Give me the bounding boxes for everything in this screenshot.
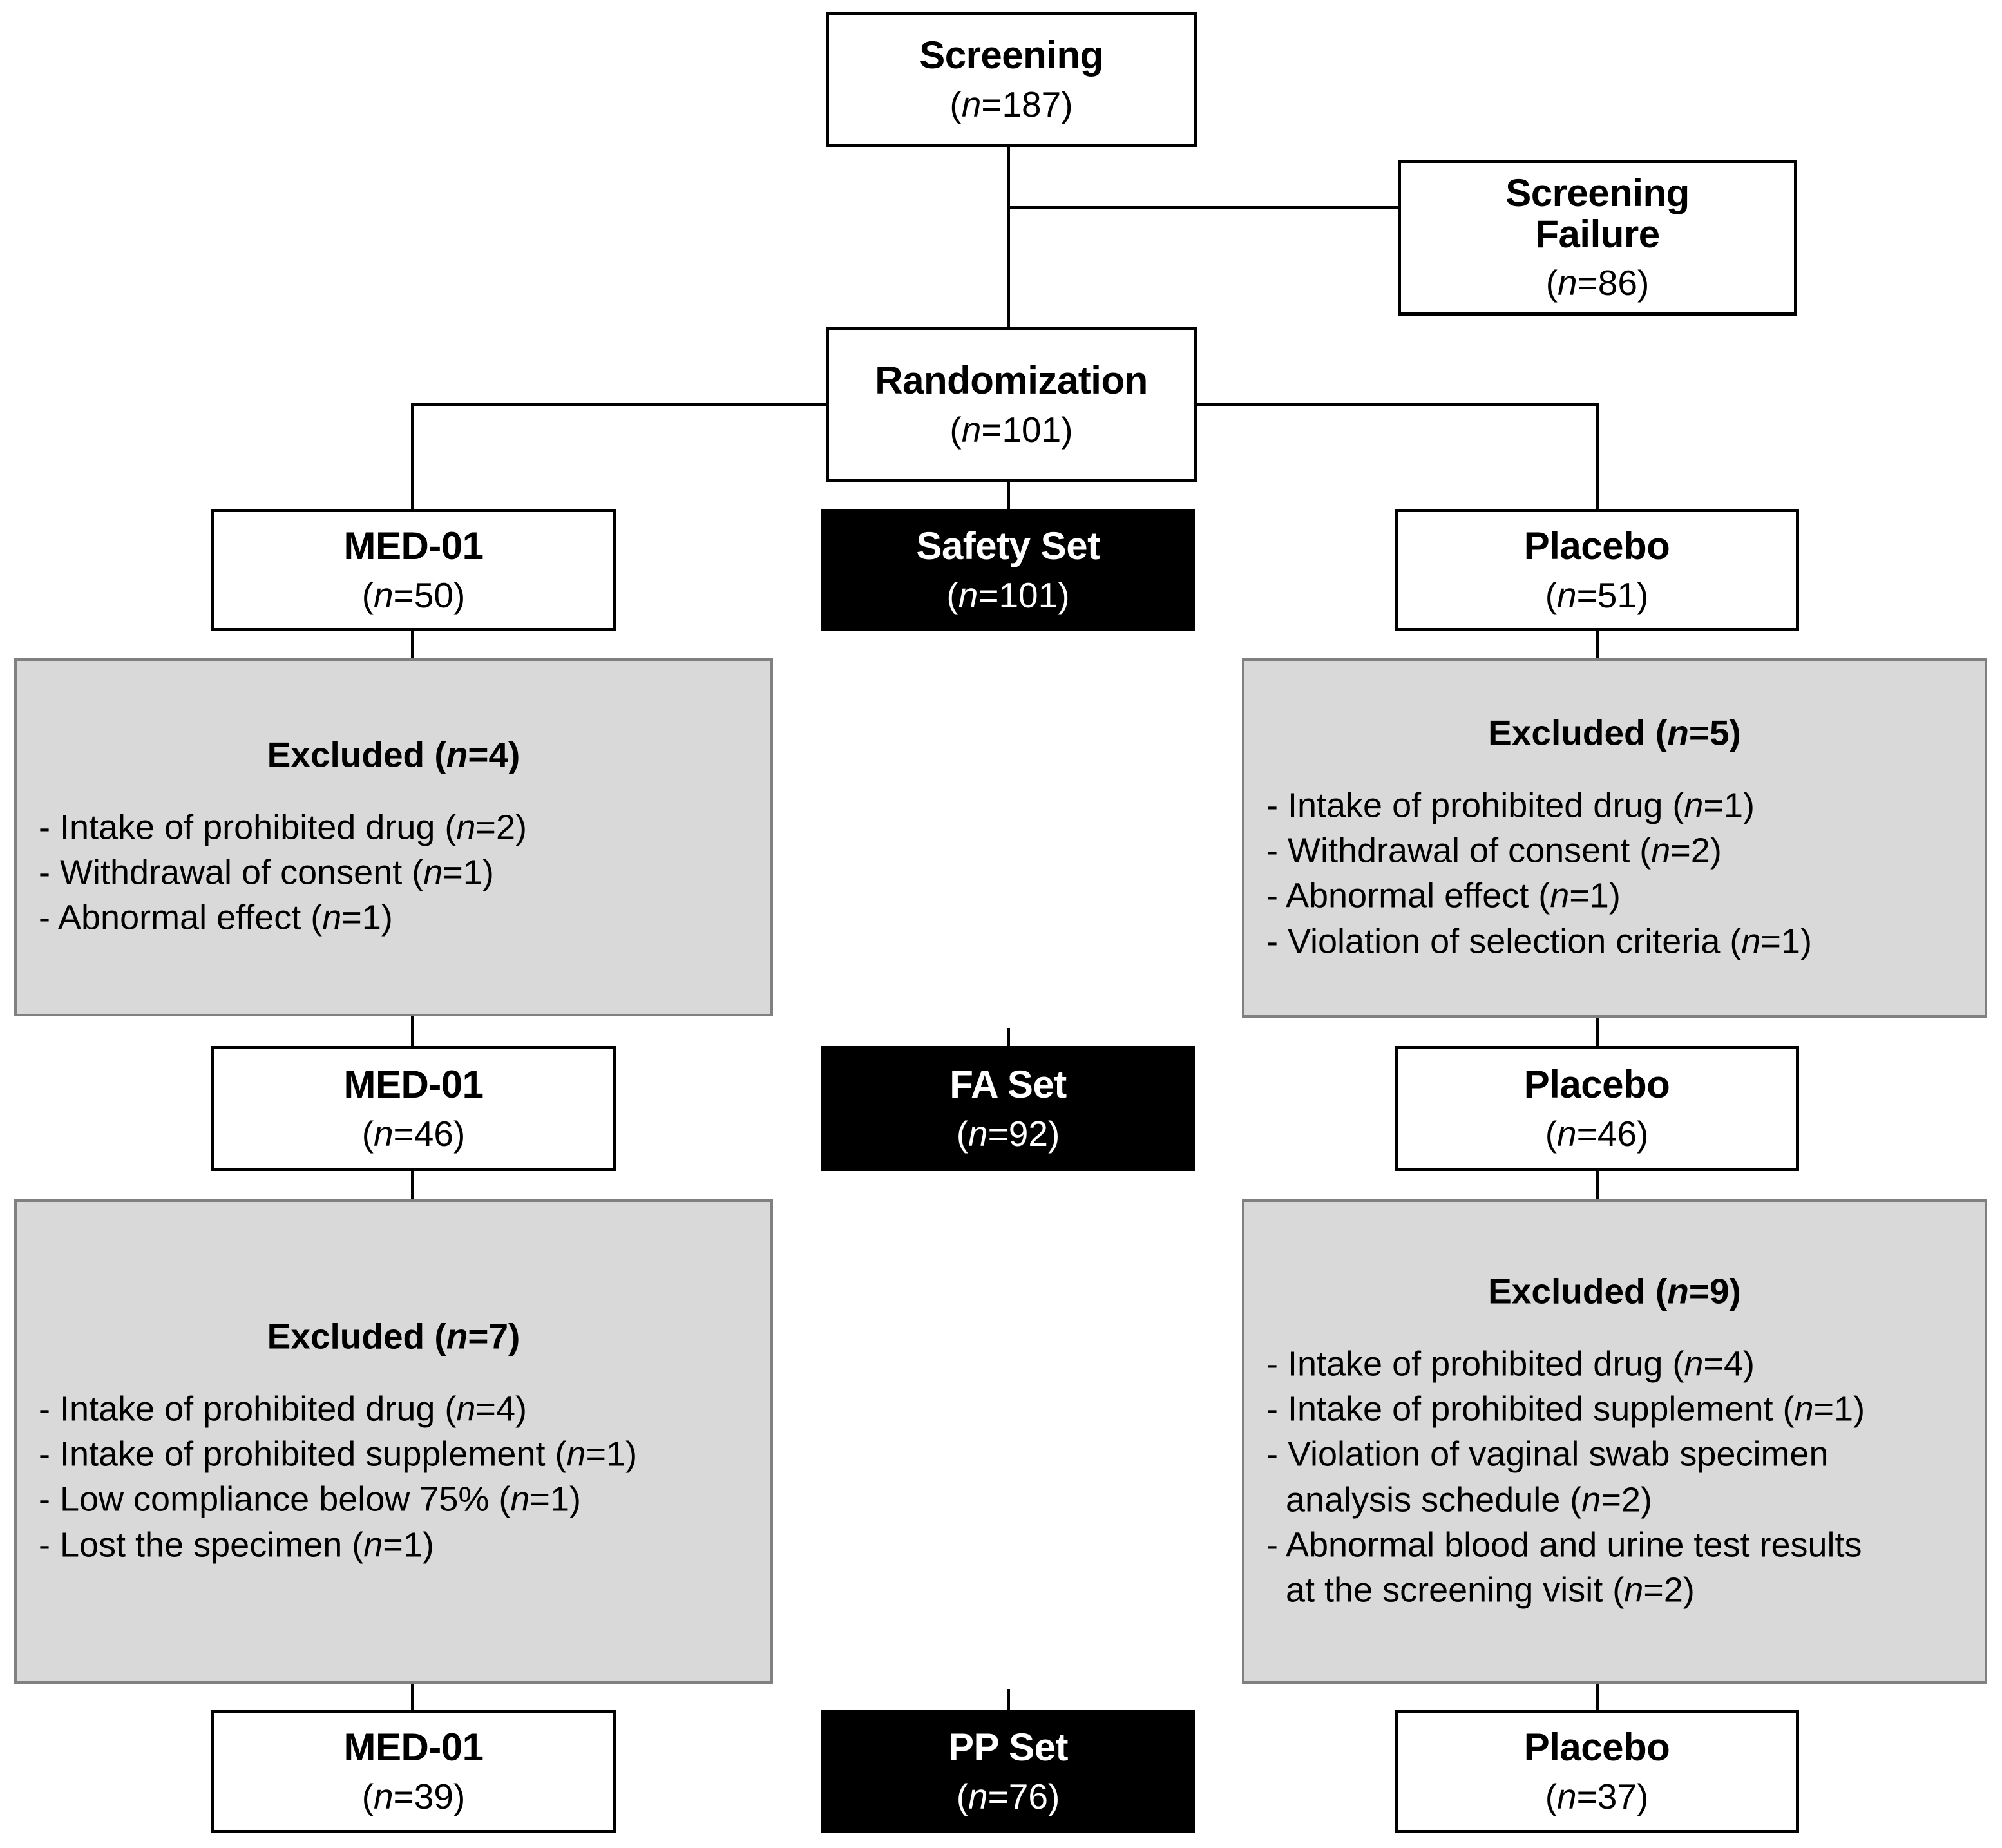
safety-set-box: Safety Set (n=101): [821, 509, 1195, 631]
pp-set-title: PP Set: [948, 1725, 1069, 1769]
list-item: - Intake of prohibited drug (n=2): [39, 808, 527, 847]
connector-fa-to-pp: [1007, 1689, 1010, 1710]
fa-set-count: (n=92): [956, 1113, 1060, 1154]
connector-randomization-left-down: [411, 403, 414, 510]
list-item: - Violation of vaginal swab specimen ana…: [1266, 1434, 1829, 1519]
list-item: - Intake of prohibited drug (n=1): [1266, 786, 1755, 825]
med01-safety-count: (n=50): [361, 575, 466, 615]
screening-failure-title-line2: Failure: [1535, 212, 1660, 256]
connector-screening-to-randomization: [1007, 206, 1010, 330]
connector-safety-to-fa: [1007, 1028, 1010, 1047]
list-item: - Abnormal blood and urine test results …: [1266, 1525, 1862, 1610]
med01-pp-box: MED-01 (n=39): [211, 1710, 616, 1833]
list-item: - Intake of prohibited supplement (n=1): [39, 1434, 638, 1474]
screening-failure-title-line1: Screening: [1505, 171, 1690, 215]
list-item: - Low compliance below 75% (n=1): [39, 1480, 581, 1519]
excluded-left-1-title: Excluded (n=4): [267, 734, 520, 775]
connector-med01-50-to-excluded1: [411, 630, 414, 661]
placebo-fa-count: (n=46): [1545, 1113, 1649, 1154]
excluded-right-1-box: Excluded (n=5) - Intake of prohibited dr…: [1242, 658, 1987, 1018]
connector-excluded2-to-med01-39: [411, 1682, 414, 1710]
fa-set-title: FA Set: [949, 1062, 1067, 1106]
connector-placebo-51-to-excluded1: [1596, 630, 1599, 661]
excluded-right-2-box: Excluded (n=9) - Intake of prohibited dr…: [1242, 1199, 1987, 1684]
list-item: - Lost the specimen (n=1): [39, 1525, 434, 1565]
randomization-box: Randomization (n=101): [826, 327, 1197, 482]
fa-set-box: FA Set (n=92): [821, 1046, 1195, 1171]
med01-pp-title: MED-01: [343, 1725, 484, 1769]
med01-safety-title: MED-01: [343, 524, 484, 567]
connector-screening-down: [1007, 147, 1010, 208]
connector-randomization-left: [411, 403, 830, 406]
med01-fa-box: MED-01 (n=46): [211, 1046, 616, 1171]
placebo-pp-count: (n=37): [1545, 1776, 1649, 1816]
placebo-fa-title: Placebo: [1523, 1062, 1670, 1106]
connector-randomization-right: [1192, 403, 1599, 406]
excluded-left-2-box: Excluded (n=7) - Intake of prohibited dr…: [14, 1199, 773, 1684]
excluded-left-2-list: - Intake of prohibited drug (n=4) - Inta…: [39, 1387, 748, 1568]
list-item: - Intake of prohibited drug (n=4): [1266, 1344, 1755, 1384]
connector-screening-to-failure: [1007, 206, 1401, 209]
excluded-right-1-list: - Intake of prohibited drug (n=1) - With…: [1266, 783, 1963, 964]
screening-box: Screening (n=187): [826, 12, 1197, 147]
screening-title: Screening: [919, 33, 1103, 77]
excluded-left-2-title: Excluded (n=7): [267, 1316, 520, 1357]
list-item: - Abnormal effect (n=1): [39, 899, 393, 938]
list-item: - Withdrawal of consent (n=2): [1266, 831, 1722, 870]
med01-safety-box: MED-01 (n=50): [211, 509, 616, 631]
randomization-count: (n=101): [949, 409, 1073, 450]
list-item: - Violation of selection criteria (n=1): [1266, 922, 1812, 961]
screening-failure-count: (n=86): [1545, 263, 1650, 303]
safety-set-count: (n=101): [946, 575, 1070, 615]
list-item: - Abnormal effect (n=1): [1266, 877, 1621, 915]
placebo-safety-box: Placebo (n=51): [1395, 509, 1799, 631]
randomization-title: Randomization: [875, 358, 1148, 402]
excluded-right-2-title: Excluded (n=9): [1488, 1271, 1741, 1311]
list-item: - Intake of prohibited supplement (n=1): [1266, 1389, 1865, 1429]
connector-randomization-right-down: [1596, 403, 1599, 510]
placebo-safety-title: Placebo: [1523, 524, 1670, 567]
pp-set-box: PP Set (n=76): [821, 1710, 1195, 1833]
connector-excluded1-to-med01-46: [411, 1015, 414, 1046]
pp-set-count: (n=76): [956, 1776, 1060, 1816]
list-item: - Intake of prohibited drug (n=4): [39, 1389, 527, 1429]
excluded-right-1-title: Excluded (n=5): [1488, 712, 1741, 753]
safety-set-title: Safety Set: [916, 524, 1100, 567]
med01-fa-count: (n=46): [361, 1113, 466, 1154]
placebo-pp-box: Placebo (n=37): [1395, 1710, 1799, 1833]
screening-count: (n=187): [949, 84, 1073, 124]
excluded-left-1-list: - Intake of prohibited drug (n=2) - With…: [39, 805, 748, 941]
connector-excluded-right1-to-placebo-46: [1596, 1015, 1599, 1046]
connector-med01-46-to-excluded2: [411, 1171, 414, 1202]
screening-failure-box: Screening Failure (n=86): [1398, 160, 1797, 316]
placebo-pp-title: Placebo: [1523, 1725, 1670, 1769]
connector-excluded-right2-to-placebo-37: [1596, 1682, 1599, 1710]
med01-pp-count: (n=39): [361, 1776, 466, 1816]
list-item: - Withdrawal of consent (n=1): [39, 853, 494, 892]
med01-fa-title: MED-01: [343, 1062, 484, 1106]
placebo-safety-count: (n=51): [1545, 575, 1649, 615]
connector-randomization-to-safety: [1007, 482, 1010, 511]
excluded-left-1-box: Excluded (n=4) - Intake of prohibited dr…: [14, 658, 773, 1016]
connector-placebo-46-to-excluded2: [1596, 1171, 1599, 1202]
placebo-fa-box: Placebo (n=46): [1395, 1046, 1799, 1171]
excluded-right-2-list: - Intake of prohibited drug (n=4) - Inta…: [1266, 1341, 1963, 1612]
